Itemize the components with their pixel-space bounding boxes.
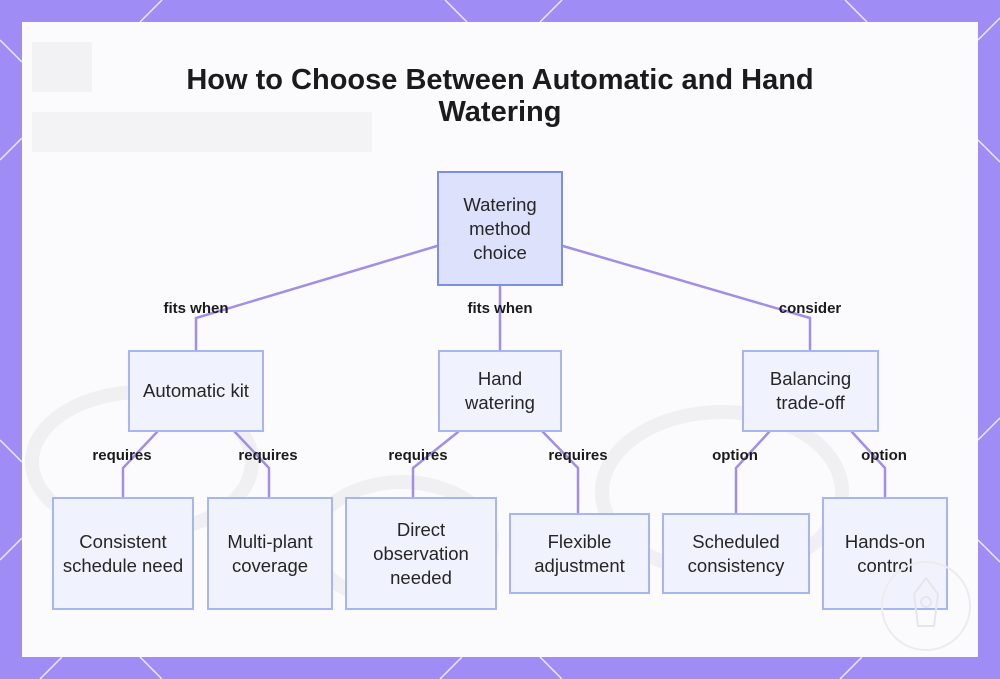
- node-scheduled-consistency: Scheduled consistency: [662, 513, 810, 594]
- node-label: Flexible adjustment: [534, 530, 625, 576]
- node-label: Direct observation needed: [373, 518, 469, 588]
- node-label: Consistent schedule need: [62, 530, 184, 576]
- edge-label-requires-flexible: requires: [548, 447, 608, 464]
- edge-root-balance: [561, 244, 812, 352]
- edge-label-option-scheduled: option: [712, 447, 758, 464]
- edge-label-requires-direct: requires: [388, 447, 448, 464]
- edge-label-consider: consider: [778, 300, 842, 317]
- edge-automatic-multi: [233, 430, 271, 499]
- node-multi-plant-coverage: Multi-plant coverage: [207, 497, 333, 610]
- node-direct-observation-needed: Direct observation needed: [345, 497, 497, 610]
- edge-automatic-consistent: [121, 430, 159, 499]
- node-label: Multi-plant coverage: [227, 530, 313, 576]
- node-label: Balancing trade-off: [769, 368, 852, 413]
- edge-balance-scheduled: [734, 430, 771, 515]
- edge-root-automatic: [194, 244, 439, 352]
- edge-label-option-handson: option: [861, 447, 907, 464]
- edge-hand-direct: [411, 430, 460, 499]
- node-balancing-trade-off: Balancing trade-off: [742, 350, 879, 432]
- logo-watermark-icon: [881, 561, 971, 651]
- node-label: Scheduled consistency: [687, 530, 785, 576]
- edge-label-requires-multi: requires: [238, 447, 298, 464]
- node-label: Hand watering: [465, 368, 535, 413]
- node-consistent-schedule-need: Consistent schedule need: [52, 497, 194, 610]
- edge-label-fits-when-automatic: fits when: [163, 300, 229, 317]
- node-automatic-kit: Automatic kit: [128, 350, 264, 432]
- edge-label-requires-consistent: requires: [92, 447, 152, 464]
- edge-hand-flexible: [541, 430, 580, 515]
- edge-balance-handson: [850, 430, 887, 499]
- node-watering-method-choice: Watering method choice: [437, 171, 563, 286]
- node-flexible-adjustment: Flexible adjustment: [509, 513, 650, 594]
- edge-label-fits-when-hand: fits when: [467, 300, 533, 317]
- diagram-title: How to Choose Between Automatic and Hand…: [186, 64, 814, 128]
- node-label: Automatic kit: [143, 380, 249, 401]
- node-hand-watering: Hand watering: [438, 350, 562, 432]
- node-label: Watering method choice: [463, 193, 537, 263]
